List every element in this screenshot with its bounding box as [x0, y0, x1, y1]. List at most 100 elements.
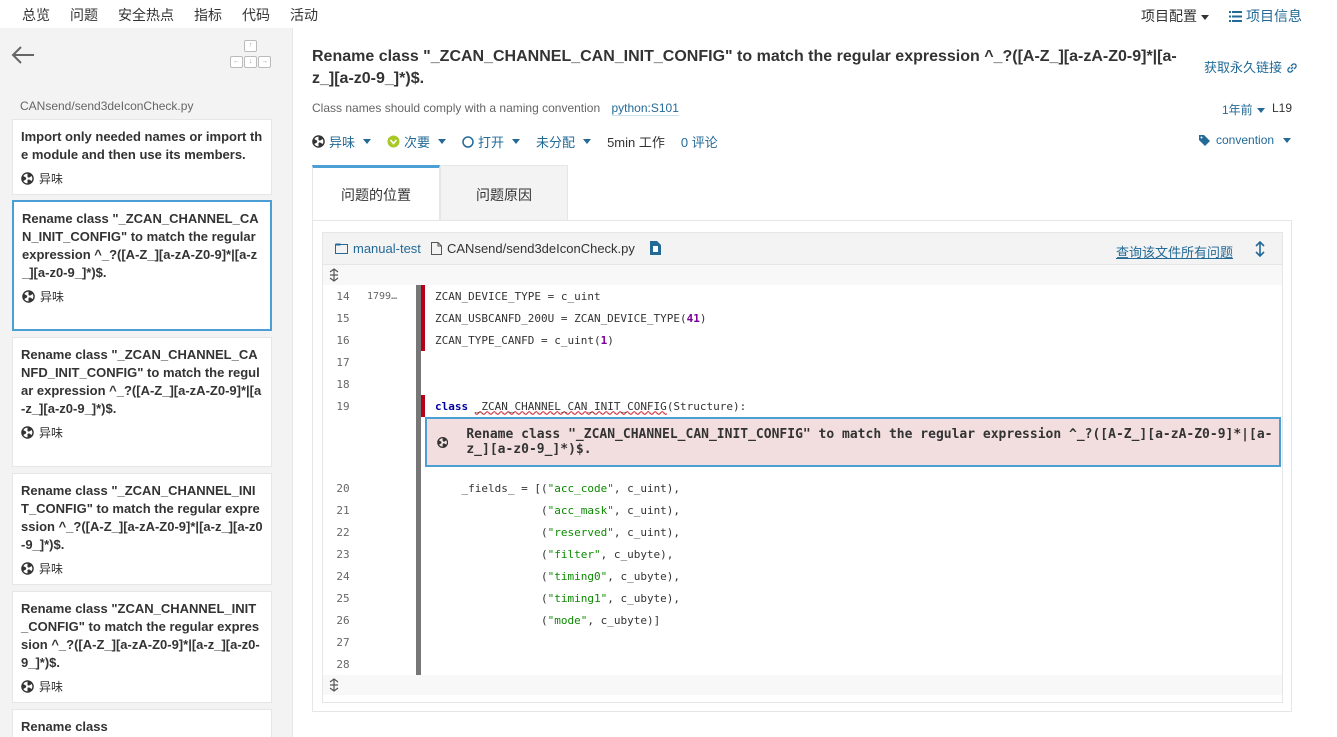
code-smell-icon [21, 562, 34, 575]
nav-overview[interactable]: 总览 [22, 7, 50, 23]
line-number[interactable]: 20 [336, 481, 350, 495]
code-line: 25 ("timing1", c_ubyte), [323, 587, 1282, 609]
project-link[interactable]: manual-test [335, 241, 421, 256]
code-line: 23 ("filter", c_ubyte), [323, 543, 1282, 565]
type-dropdown[interactable]: 异味 [312, 132, 372, 151]
code-smell-icon [21, 172, 34, 185]
rule-key-link[interactable]: python:S101 [611, 101, 679, 116]
code-text: ("filter", c_ubyte), [435, 547, 674, 561]
expand-icon[interactable] [1255, 241, 1265, 257]
see-all-issues-link[interactable]: 查询该文件所有问题 [1116, 245, 1234, 260]
expand-above-button[interactable] [323, 265, 1282, 285]
issue-card[interactable]: Rename class "_ZCAN_CHANNEL_INIT_CONFIG"… [12, 473, 272, 585]
gutter [416, 565, 421, 587]
status-dropdown[interactable]: 打开 [462, 132, 521, 151]
scm-author[interactable]: 1799… [367, 290, 398, 302]
nav-activity[interactable]: 活动 [290, 7, 318, 23]
issue-type-label: 异味 [39, 680, 64, 694]
comments-link[interactable]: 0 评论 [680, 135, 718, 150]
issue-card[interactable]: Rename class [12, 709, 272, 737]
line-number[interactable]: 16 [336, 333, 350, 347]
issue-message: Import only needed names or import the m… [21, 129, 263, 162]
minor-severity-icon [387, 135, 400, 148]
tag-icon [1199, 135, 1210, 146]
nav-security-hotspots[interactable]: 安全热点 [118, 7, 174, 23]
code-smell-icon [21, 680, 34, 693]
key-left-icon: ← [230, 56, 243, 68]
line-number[interactable]: 23 [336, 547, 350, 561]
code-text: ZCAN_USBCANFD_200U = ZCAN_DEVICE_TYPE(41… [435, 311, 707, 325]
line-number[interactable]: 24 [336, 569, 350, 583]
line-number[interactable]: 28 [336, 657, 350, 671]
back-arrow-icon[interactable] [10, 44, 36, 66]
line-number[interactable]: 25 [336, 591, 350, 605]
tab-panel: manual-test CANsend/send3deIconCheck.py … [312, 220, 1292, 712]
code-line-issue: 19 class _ZCAN_CHANNEL_CAN_INIT_CONFIG(S… [323, 395, 1282, 417]
line-number[interactable]: 22 [336, 525, 350, 539]
code-line: 24 ("timing0", c_ubyte), [323, 565, 1282, 587]
line-number[interactable]: 15 [336, 311, 350, 325]
copy-path-icon[interactable] [650, 241, 661, 255]
rule-name: Class names should comply with a naming … [312, 101, 601, 115]
issue-type-label: 异味 [39, 426, 64, 440]
gutter [416, 469, 421, 477]
issue-card[interactable]: Import only needed names or import the m… [12, 119, 272, 195]
tags-dropdown[interactable]: convention [1198, 133, 1292, 147]
code-line: 16 ZCAN_TYPE_CANFD = c_uint(1) [323, 329, 1282, 351]
issue-card[interactable]: Rename class "_ZCAN_CHANNEL_CANFD_INIT_C… [12, 337, 272, 467]
rule-description: Class names should comply with a naming … [312, 101, 679, 116]
project-settings-label: 项目配置 [1141, 8, 1197, 24]
chevron-down-icon [1283, 137, 1292, 143]
nav-code[interactable]: 代码 [242, 7, 270, 23]
issues-sidebar: ↑ ← ↓ → CANsend/send3deIconCheck.py Impo… [0, 28, 293, 737]
issue-card-selected[interactable]: Rename class "_ZCAN_CHANNEL_CAN_INIT_CON… [12, 200, 272, 331]
issue-card[interactable]: Rename class "ZCAN_CHANNEL_INIT_CONFIG" … [12, 591, 272, 703]
code-smell-icon [22, 290, 35, 303]
expand-below-button[interactable] [323, 675, 1282, 695]
line-number[interactable]: 26 [336, 613, 350, 627]
line-number[interactable]: 27 [336, 635, 350, 649]
tab-why[interactable]: 问题原因 [440, 165, 568, 221]
tag-label: convention [1216, 133, 1275, 147]
type-label: 异味 [329, 135, 356, 150]
nav-measures[interactable]: 指标 [194, 7, 222, 23]
line-number[interactable]: 19 [336, 399, 350, 413]
project-menu: 总览 问题 安全热点 指标 代码 活动 [22, 5, 318, 32]
code-smell-icon [21, 426, 34, 439]
chevron-down-icon [512, 139, 521, 144]
code-smell-icon [437, 436, 449, 448]
issue-age-dropdown[interactable]: 1年前 [1222, 101, 1265, 118]
issue-marker [421, 395, 425, 417]
code-line: 17 [323, 351, 1282, 373]
issue-type: 异味 [21, 170, 263, 187]
code-smell-icon [312, 135, 325, 148]
issue-meta: 异味 次要 打开 未分配 5min 工作 0 评论 [312, 132, 718, 151]
chevron-down-icon [438, 139, 447, 144]
issue-message: Rename class "_ZCAN_CHANNEL_CANFD_INIT_C… [21, 347, 262, 416]
assignee-dropdown[interactable]: 未分配 [536, 132, 592, 151]
issue-marker [421, 329, 425, 351]
file-path: CANsend/send3deIconCheck.py [20, 99, 194, 113]
line-number[interactable]: 14 [336, 289, 350, 303]
code-line: 15 ZCAN_USBCANFD_200U = ZCAN_DEVICE_TYPE… [323, 307, 1282, 329]
code-text: class _ZCAN_CHANNEL_CAN_INIT_CONFIG(Stru… [435, 399, 747, 413]
permalink-link[interactable]: 获取永久链接 [1204, 57, 1298, 76]
issue-marker [421, 307, 425, 329]
issue-message: Rename class "_ZCAN_CHANNEL_INIT_CONFIG"… [21, 483, 263, 552]
severity-dropdown[interactable]: 次要 [387, 132, 447, 151]
tab-where[interactable]: 问题的位置 [312, 165, 440, 221]
line-number[interactable]: 17 [336, 355, 350, 369]
gutter [416, 499, 421, 521]
project-settings-dropdown[interactable]: 项目配置 [1141, 6, 1209, 26]
issue-type-label: 异味 [39, 172, 64, 186]
line-number[interactable]: 21 [336, 503, 350, 517]
open-status-icon [462, 135, 474, 148]
list-icon [1229, 11, 1242, 22]
code-line: 18 [323, 373, 1282, 395]
code-text: ZCAN_DEVICE_TYPE = c_uint [435, 289, 601, 303]
code-text: ("mode", c_ubyte)] [435, 613, 661, 627]
line-number[interactable]: 18 [336, 377, 350, 391]
inline-issue-message[interactable]: Rename class "_ZCAN_CHANNEL_CAN_INIT_CON… [425, 417, 1281, 467]
file-path-label: CANsend/send3deIconCheck.py [447, 241, 635, 256]
project-info-link[interactable]: 项目信息 [1229, 6, 1302, 26]
